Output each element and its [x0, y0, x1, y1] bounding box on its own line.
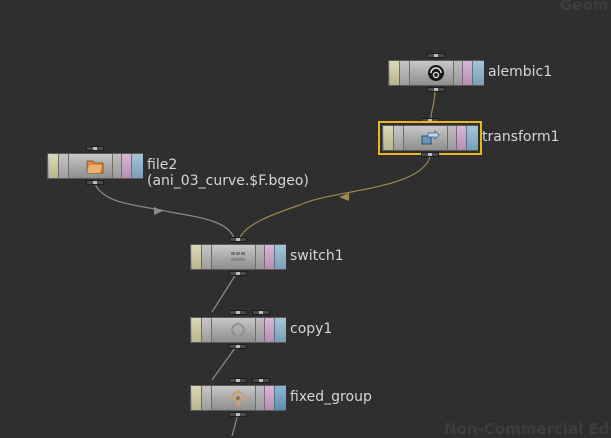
render-flag[interactable]: [264, 318, 274, 342]
input-connector[interactable]: [427, 53, 445, 58]
template-flag[interactable]: [447, 126, 457, 150]
input-connector[interactable]: [229, 237, 247, 242]
display-flag[interactable]: [274, 386, 286, 410]
lock-flag[interactable]: [394, 126, 404, 150]
wire-switch-to-copy[interactable]: [211, 270, 239, 313]
wire-file-to-switch[interactable]: [94, 183, 235, 239]
node-name[interactable]: fixed_group: [290, 389, 372, 405]
bypass-flag[interactable]: [49, 154, 59, 178]
output-connector[interactable]: [421, 152, 439, 157]
input-connector[interactable]: [421, 118, 439, 123]
input-connector[interactable]: [86, 146, 104, 151]
context-watermark: Geom: [560, 0, 609, 14]
render-flag[interactable]: [462, 61, 472, 85]
node-name[interactable]: transform1: [482, 129, 560, 145]
wire-arrow-file: [154, 207, 163, 215]
lock-flag[interactable]: [202, 386, 212, 410]
node-name[interactable]: switch1: [290, 248, 344, 264]
switch-icon: [228, 248, 248, 266]
display-flag[interactable]: [131, 154, 143, 178]
output-connector[interactable]: [229, 271, 247, 276]
display-flag[interactable]: [274, 245, 286, 269]
lock-flag[interactable]: [202, 318, 212, 342]
template-flag[interactable]: [255, 318, 265, 342]
node-body[interactable]: [190, 317, 286, 343]
template-flag[interactable]: [112, 154, 122, 178]
template-flag[interactable]: [255, 245, 265, 269]
bypass-flag[interactable]: [192, 318, 202, 342]
bypass-flag[interactable]: [384, 126, 394, 150]
wire-copy-to-fixedgroup[interactable]: [211, 343, 239, 381]
bypass-flag[interactable]: [390, 61, 400, 85]
render-flag[interactable]: [264, 245, 274, 269]
node-body[interactable]: [190, 244, 286, 270]
file-icon: [85, 157, 105, 175]
node-name[interactable]: alembic1: [488, 64, 553, 80]
group-icon: [228, 389, 248, 407]
node-body[interactable]: [190, 385, 286, 411]
template-flag[interactable]: [453, 61, 463, 85]
wire-fixedgroup-output[interactable]: [231, 413, 239, 436]
input-connector-2[interactable]: [252, 378, 270, 383]
template-flag[interactable]: [255, 386, 265, 410]
render-flag[interactable]: [264, 386, 274, 410]
node-body[interactable]: [378, 121, 482, 155]
node-title: file2: [147, 157, 178, 173]
display-flag[interactable]: [274, 318, 286, 342]
wire-arrow-transform: [339, 193, 349, 201]
transform-icon: [420, 129, 440, 147]
display-flag[interactable]: [466, 126, 478, 150]
input-connector[interactable]: [229, 310, 247, 315]
node-name[interactable]: copy1: [290, 321, 333, 337]
wire-alembic-to-transform[interactable]: [430, 89, 436, 121]
render-flag[interactable]: [456, 126, 466, 150]
render-flag[interactable]: [121, 154, 131, 178]
output-connector[interactable]: [86, 180, 104, 185]
output-connector[interactable]: [427, 87, 445, 92]
lock-flag[interactable]: [202, 245, 212, 269]
node-body[interactable]: [388, 60, 484, 86]
node-name[interactable]: file2 (ani_03_curve.$F.bgeo): [147, 157, 309, 189]
node-body[interactable]: [47, 153, 143, 179]
output-connector[interactable]: [229, 412, 247, 417]
bypass-flag[interactable]: [192, 386, 202, 410]
lock-flag[interactable]: [400, 61, 410, 85]
alembic-icon: [426, 64, 446, 82]
output-connector[interactable]: [229, 344, 247, 349]
lock-flag[interactable]: [59, 154, 69, 178]
node-subtitle: (ani_03_curve.$F.bgeo): [147, 173, 309, 189]
input-connector[interactable]: [229, 378, 247, 383]
input-connector-2[interactable]: [252, 310, 270, 315]
copy-icon: [228, 321, 248, 339]
display-flag[interactable]: [472, 61, 484, 85]
wire-transform-to-switch[interactable]: [239, 156, 431, 239]
bypass-flag[interactable]: [192, 245, 202, 269]
license-watermark: Non-Commercial Edu: [444, 420, 611, 438]
